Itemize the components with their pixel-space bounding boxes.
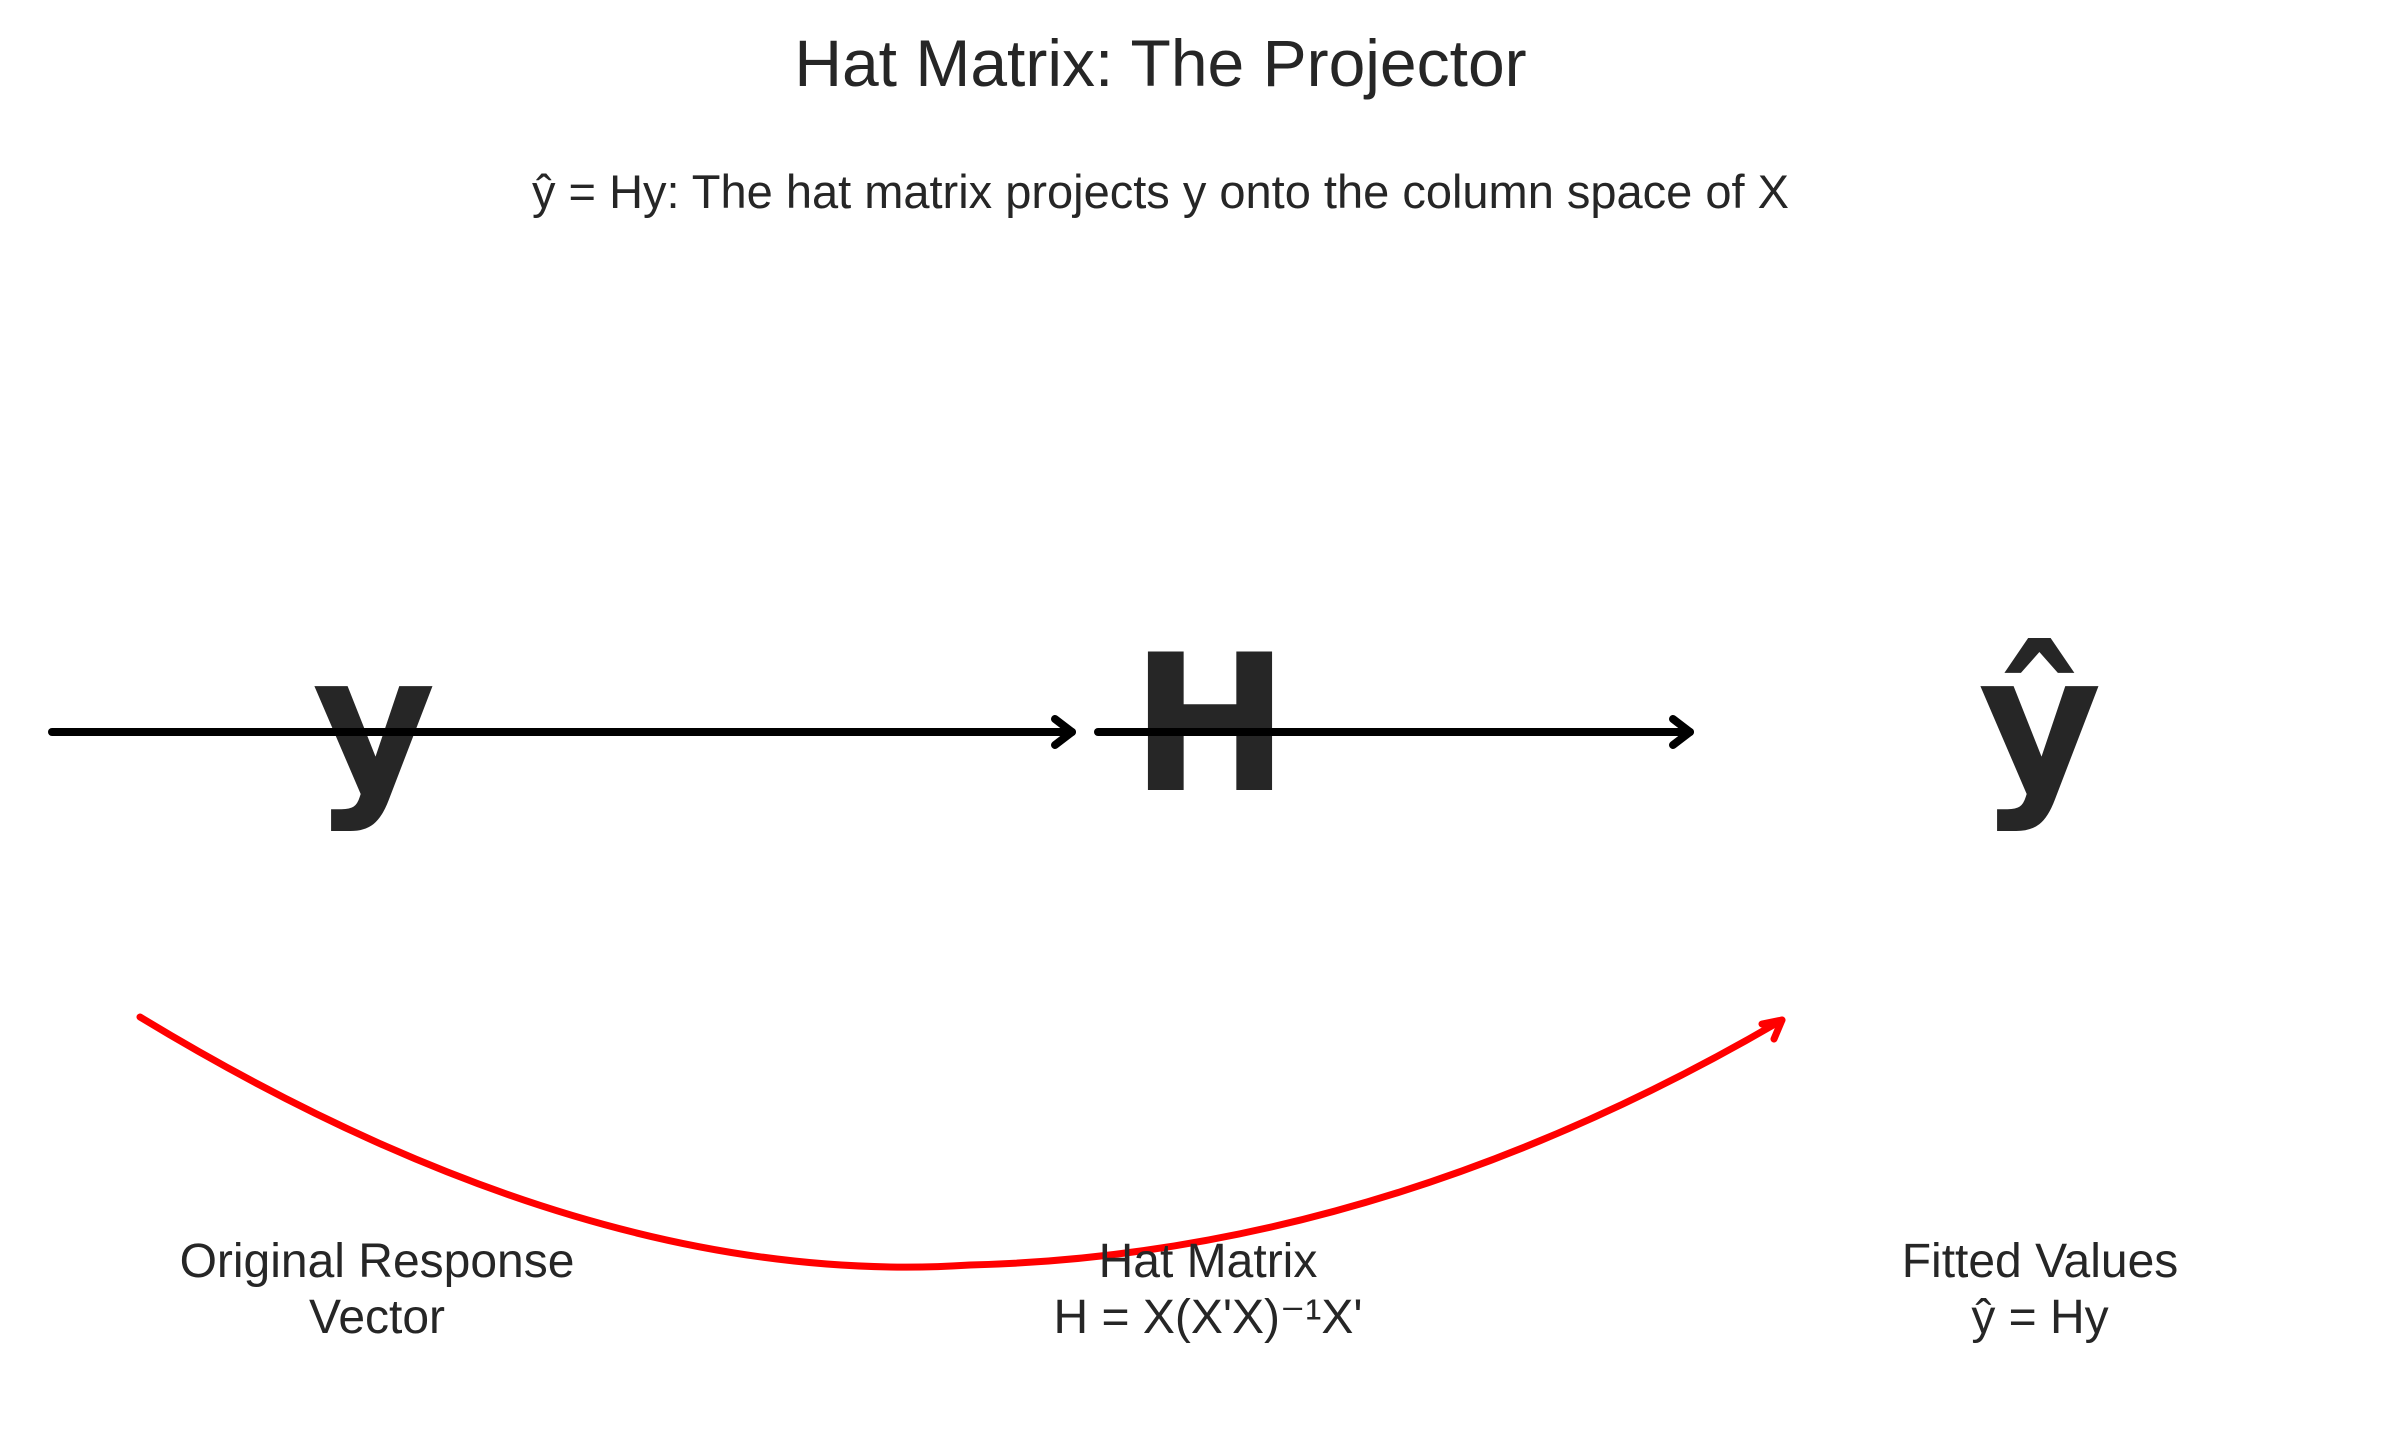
node-h-symbol: H — [1130, 614, 1290, 835]
arrow-y-to-h — [48, 715, 1076, 749]
node-yhat-symbol: ŷ — [1978, 614, 2102, 835]
diagram-subtitle: ŷ = Hy: The hat matrix projects y onto t… — [532, 165, 1789, 218]
diagram-title: Hat Matrix: The Projector — [794, 26, 1527, 100]
node-y-caption-line1: Original Response — [179, 1235, 575, 1288]
node-y-caption: Original Response Vector — [27, 1234, 727, 1346]
node-h-caption: Hat Matrix H = X(X'X)⁻¹X' — [858, 1234, 1558, 1346]
node-yhat-caption: Fitted Values ŷ = Hy — [1690, 1234, 2385, 1346]
node-y-caption-line2: Vector — [308, 1291, 446, 1344]
arrow-h-to-yhat — [1094, 715, 1694, 749]
node-h-caption-line2: H = X(X'X)⁻¹X' — [1053, 1291, 1363, 1344]
node-y-symbol: y — [312, 614, 436, 835]
projection-arc-arrow — [136, 1013, 1786, 1271]
node-yhat-caption-line1: Fitted Values — [1901, 1235, 2179, 1288]
node-h-caption-line1: Hat Matrix — [1098, 1235, 1318, 1288]
node-yhat-caption-line2: ŷ = Hy — [1971, 1291, 2109, 1344]
